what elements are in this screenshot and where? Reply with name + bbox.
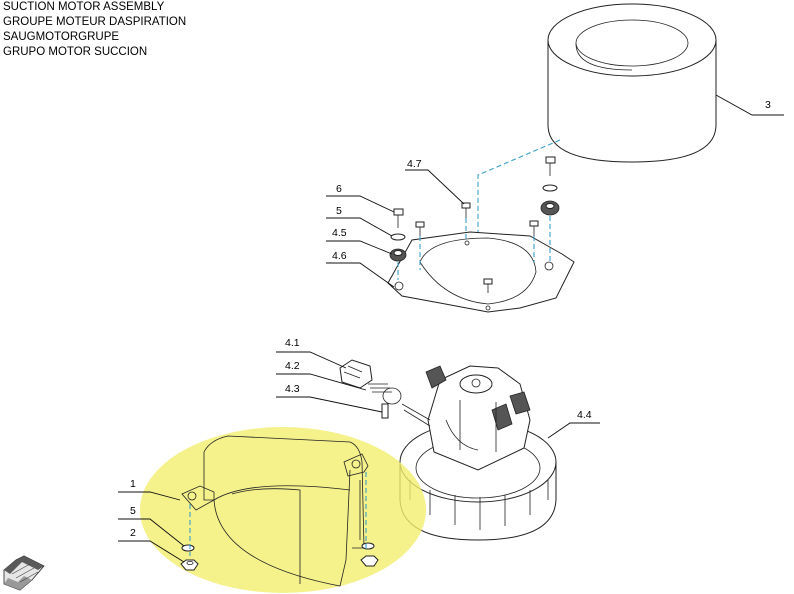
part-5-washer-left[interactable] xyxy=(390,233,406,241)
callout-6: 6 xyxy=(336,183,342,195)
part-2-nut[interactable] xyxy=(180,559,199,571)
callout-4-7: 4.7 xyxy=(407,158,422,170)
highlight-circle xyxy=(140,427,426,593)
part-6-screw-left[interactable] xyxy=(393,208,404,228)
leader-2 xyxy=(118,540,185,563)
leader-4-3 xyxy=(276,396,383,413)
screw-left[interactable] xyxy=(415,221,425,236)
part-4-1-connector[interactable] xyxy=(339,359,373,389)
screw-stack-right[interactable] xyxy=(540,156,560,216)
leader-4-4 xyxy=(547,422,600,439)
leader-4-6 xyxy=(326,262,395,288)
callout-1: 1 xyxy=(130,478,136,490)
arrow-icon[interactable] xyxy=(3,555,45,591)
leader-1 xyxy=(118,491,181,501)
leader-6 xyxy=(326,195,395,213)
screw-center[interactable] xyxy=(483,278,493,293)
screw-right[interactable] xyxy=(529,220,539,236)
leader-3 xyxy=(715,94,784,116)
part-3-cylinder[interactable] xyxy=(547,3,717,163)
axis-cylinder-plate xyxy=(477,139,561,240)
title-de: SAUGMOTORGRUPE xyxy=(3,31,120,43)
leader-5-top xyxy=(326,217,393,237)
part-4-7-screw[interactable] xyxy=(461,202,471,218)
title-fr: GROUPE MOTEUR DASPIRATION xyxy=(3,16,187,28)
part-4-5-damper-left[interactable] xyxy=(389,248,407,262)
callout-4-1: 4.1 xyxy=(285,337,300,349)
leader-4-1 xyxy=(276,351,347,369)
title-es: GRUPO MOTOR SUCCION xyxy=(3,46,148,58)
callout-4-5: 4.5 xyxy=(332,227,347,239)
leader-4-7 xyxy=(405,169,465,205)
callout-4-2: 4.2 xyxy=(285,360,300,372)
callout-4-3: 4.3 xyxy=(285,383,300,395)
callout-5-bottom: 5 xyxy=(130,505,136,517)
callout-3: 3 xyxy=(765,99,771,111)
nut-right-bottom[interactable] xyxy=(360,555,379,567)
part-5-washer-bottom[interactable] xyxy=(181,544,195,552)
part-4-4-suction-motor[interactable] xyxy=(399,365,557,541)
leader-5-bottom xyxy=(118,518,185,547)
callout-5-top: 5 xyxy=(336,205,342,217)
leader-4-2 xyxy=(276,373,367,391)
callout-4-4: 4.4 xyxy=(577,409,592,421)
part-4-6-mounting-plate[interactable] xyxy=(387,231,575,313)
part-4-3-cable-clip[interactable] xyxy=(381,387,402,419)
leader-4-5 xyxy=(326,240,393,255)
callout-2: 2 xyxy=(130,527,136,539)
title-en: SUCTION MOTOR ASSEMBLY xyxy=(3,1,165,13)
part-1-shroud[interactable] xyxy=(181,435,369,587)
part-4-2-pins[interactable] xyxy=(368,383,392,393)
assembly-title-block: SUCTION MOTOR ASSEMBLY GROUPE MOTEUR DAS… xyxy=(3,0,186,60)
washer-right-bottom[interactable] xyxy=(361,542,375,550)
callout-4-6: 4.6 xyxy=(332,250,347,262)
